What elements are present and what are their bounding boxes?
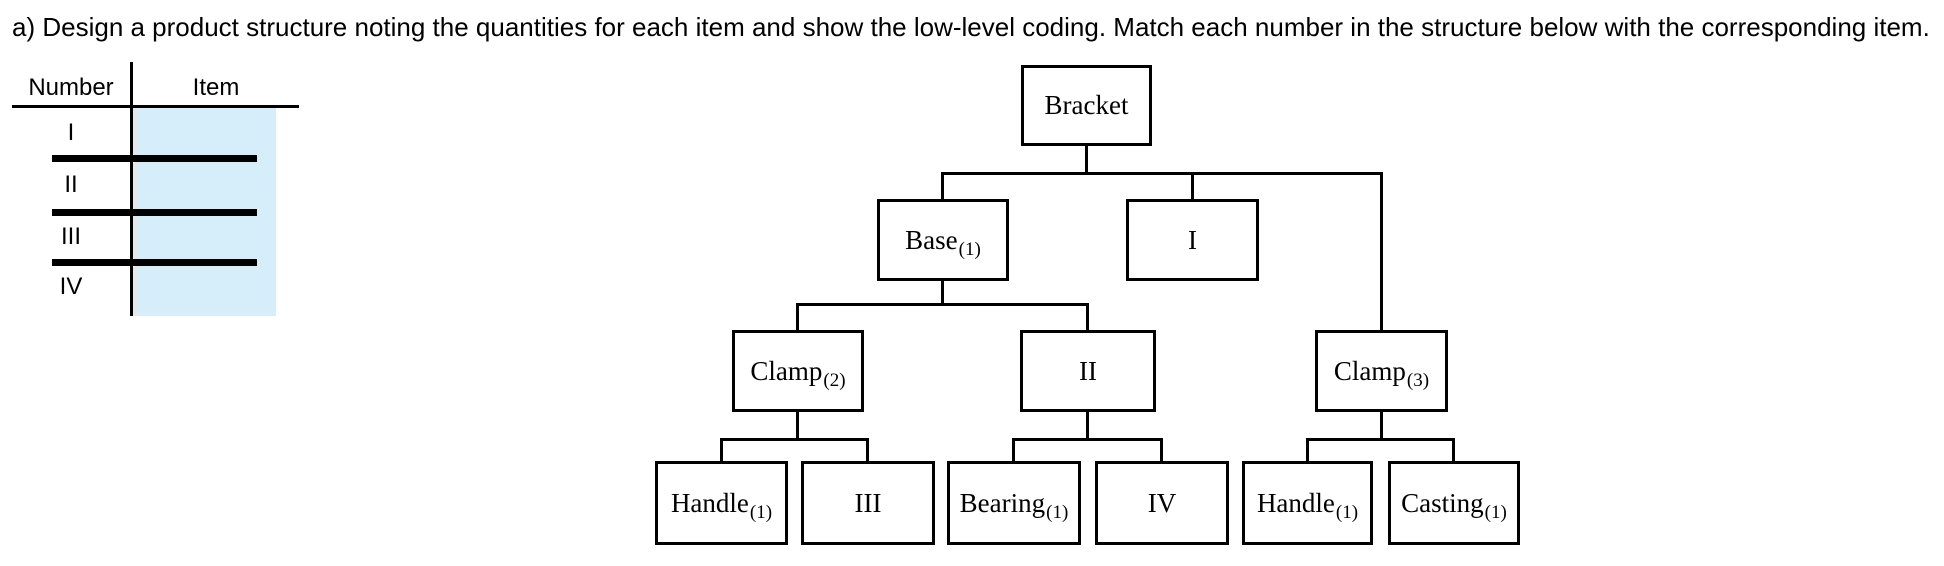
- row-label-3: III: [60, 223, 81, 250]
- node-label: I: [1188, 224, 1197, 255]
- connector-line: [1086, 412, 1089, 441]
- node-number-IV: IV: [1095, 461, 1229, 545]
- node-label: II: [1079, 355, 1097, 386]
- row-label-4: IV: [59, 273, 83, 300]
- quantity-subscript: (2): [823, 370, 846, 391]
- connector-line: [866, 438, 869, 461]
- row-label-2: II: [64, 171, 78, 198]
- column-header-number: Number: [28, 74, 114, 101]
- table-header-underline: [12, 105, 299, 108]
- node-clamp-3: Clamp(3): [1315, 330, 1448, 412]
- connector-line: [1160, 438, 1163, 461]
- connector-line: [796, 303, 799, 330]
- row-separator: [52, 155, 257, 162]
- connector-line: [796, 412, 799, 441]
- node-label: III: [854, 487, 882, 518]
- node-bracket: Bracket: [1021, 65, 1152, 146]
- quantity-subscript: (3): [1406, 370, 1430, 391]
- connector-line: [1380, 412, 1383, 441]
- connector-line: [1012, 438, 1163, 441]
- node-label: Base: [905, 224, 958, 255]
- connector-line: [796, 303, 1089, 306]
- connector-line: [1012, 438, 1015, 461]
- column-header-item: Item: [192, 74, 240, 101]
- connector-line: [1085, 146, 1088, 175]
- connector-line: [720, 438, 869, 441]
- connector-line: [941, 172, 944, 199]
- node-label: Clamp: [750, 355, 823, 386]
- connector-line: [1306, 438, 1455, 441]
- node-bearing: Bearing(1): [947, 461, 1081, 545]
- connector-line: [941, 172, 1383, 175]
- node-number-I: I: [1126, 199, 1259, 281]
- node-casting: Casting(1): [1388, 461, 1520, 545]
- node-label: Handle: [670, 487, 749, 518]
- quantity-subscript: (1): [1046, 502, 1069, 523]
- table-column-divider: [130, 62, 133, 316]
- row-label-1: I: [67, 119, 75, 146]
- connector-line: [941, 281, 944, 306]
- node-label: Clamp: [1333, 355, 1406, 386]
- node-label: Bearing: [959, 487, 1046, 518]
- node-clamp-2: Clamp(2): [732, 330, 864, 412]
- quantity-subscript: (1): [1484, 502, 1507, 523]
- connector-line: [1380, 172, 1383, 330]
- connector-line: [720, 438, 723, 461]
- node-label: Bracket: [1044, 90, 1129, 120]
- quantity-subscript: (1): [1335, 502, 1359, 523]
- row-separator: [52, 259, 257, 266]
- node-handle-left: Handle(1): [655, 461, 788, 545]
- node-handle-right: Handle(1): [1242, 461, 1373, 545]
- connector-line: [1086, 303, 1089, 330]
- connector-line: [1191, 172, 1194, 199]
- connector-line: [1452, 438, 1455, 461]
- page-title: a) Design a product structure noting the…: [12, 12, 1930, 42]
- quantity-subscript: (1): [958, 239, 981, 260]
- row-separator: [52, 209, 257, 216]
- node-label: Handle: [1256, 487, 1335, 518]
- node-base: Base(1): [877, 199, 1009, 281]
- node-label: IV: [1147, 487, 1177, 518]
- node-number-III: III: [801, 461, 935, 545]
- connector-line: [1306, 438, 1309, 461]
- node-number-II: II: [1020, 330, 1156, 412]
- node-label: Casting: [1401, 487, 1484, 518]
- quantity-subscript: (1): [749, 502, 773, 523]
